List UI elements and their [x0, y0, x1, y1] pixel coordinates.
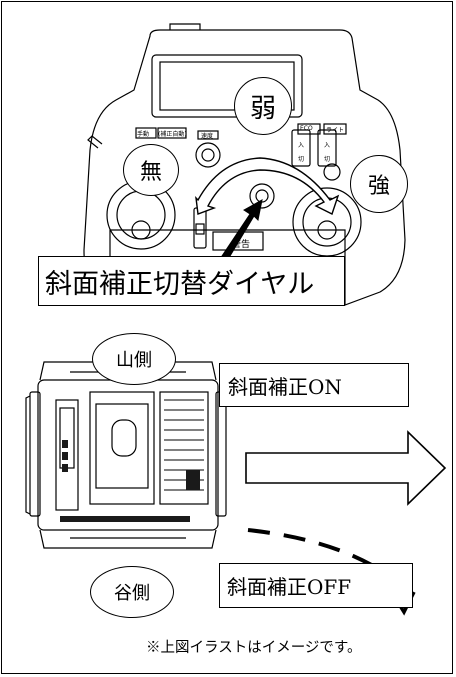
light-text: ライト: [326, 127, 345, 134]
strong-level-label: 強: [367, 174, 390, 199]
valley-side-label-circle: 谷側: [90, 566, 174, 618]
weak-level-label: 弱: [249, 93, 276, 124]
on-arrow: [245, 430, 447, 506]
light-on-text: 入: [324, 142, 331, 149]
eco-off-text: 切: [298, 156, 305, 163]
slope-on-label: 斜面補正ON: [228, 374, 342, 399]
slope-off-label: 斜面補正OFF: [227, 575, 352, 599]
manual-text: 手動: [137, 131, 150, 138]
slope-on-box: 斜面補正ON: [219, 363, 409, 407]
mountain-side-label: 山側: [116, 350, 152, 371]
mountain-side-label-circle: 山側: [92, 333, 176, 385]
weak-level-circle: 弱: [234, 77, 292, 135]
dial-caption: 斜面補正切替ダイヤル: [45, 268, 315, 300]
valley-side-label: 谷側: [114, 583, 150, 604]
image-note: ※上図イラストはイメージです。: [146, 640, 362, 656]
speed-text: 速度: [201, 133, 214, 140]
none-level-label: 無: [139, 160, 162, 185]
strong-level-circle: 強: [350, 155, 408, 213]
eco-on-text: 入: [298, 142, 305, 149]
dial-caption-box: 斜面補正切替ダイヤル: [38, 256, 345, 306]
none-level-circle: 無: [123, 144, 179, 196]
warning-text: 警告: [232, 240, 251, 250]
auto-text: (補正自動): [158, 131, 187, 138]
eco-text: ECO: [300, 125, 313, 132]
light-off-text: 切: [324, 156, 331, 163]
off-arrow: [247, 528, 404, 603]
slope-off-box: 斜面補正OFF: [219, 563, 413, 608]
